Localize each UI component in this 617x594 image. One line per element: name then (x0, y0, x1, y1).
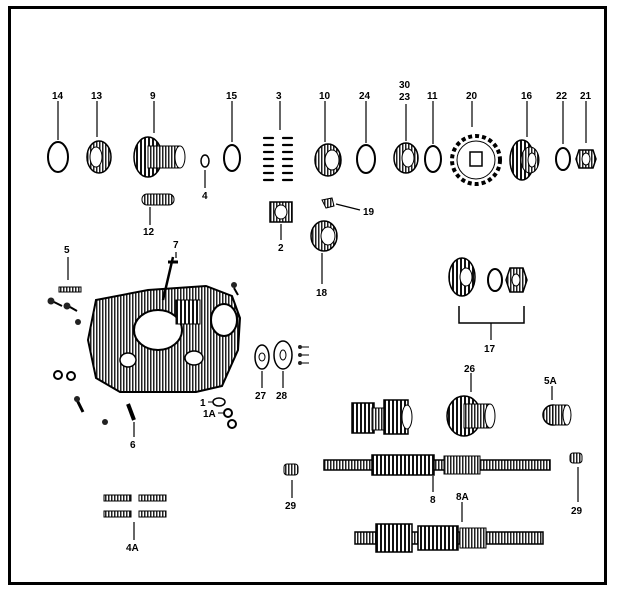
label-10: 10 (319, 91, 331, 102)
part-13-bearing (86, 101, 112, 174)
part-22-washer (555, 101, 571, 171)
label-8a: 8A (456, 492, 469, 503)
part-2-needle-bearing (269, 201, 293, 240)
label-26: 26 (464, 364, 476, 375)
part-17-gear-set (448, 257, 528, 340)
label-2: 2 (278, 243, 284, 254)
label-5a: 5A (544, 376, 557, 387)
part-4-washer (200, 154, 210, 188)
label-16: 16 (521, 91, 533, 102)
part-10-bearing (314, 101, 342, 177)
label-11: 11 (427, 91, 438, 102)
label-23: 23 (399, 92, 411, 103)
label-7: 7 (173, 240, 179, 251)
label-17: 17 (484, 344, 496, 355)
label-1: 1 (200, 398, 206, 409)
label-19: 19 (363, 207, 375, 218)
part-1-1a-washer-nut (208, 397, 237, 429)
label-28: 28 (276, 391, 288, 402)
part-26-gear (446, 373, 496, 437)
diagram-frame (8, 6, 607, 585)
label-29-right: 29 (571, 506, 583, 517)
part-6-bolt (126, 403, 136, 437)
label-24: 24 (359, 91, 371, 102)
gearbox-housing (86, 256, 242, 393)
part-14-ring (47, 101, 69, 173)
part-5-stud (58, 257, 82, 293)
label-14: 14 (52, 91, 64, 102)
part-5a-bush (542, 386, 572, 426)
part-18-bearing (310, 220, 338, 284)
label-20: 20 (466, 91, 478, 102)
part-30-23-bearing (393, 104, 419, 174)
part-29-pin-left (283, 463, 299, 498)
housing-bolts (47, 282, 239, 425)
part-4a-studs (103, 494, 167, 540)
part-16-bevel-gear (509, 101, 540, 181)
part-19-key (321, 197, 361, 211)
label-30: 30 (399, 80, 411, 91)
part-3-springs (262, 101, 294, 182)
part-12-pin (141, 193, 175, 225)
label-4: 4 (202, 191, 208, 202)
part-15-ring (223, 101, 241, 172)
callout-labels: 14 13 9 15 3 10 24 30 23 11 20 16 22 21 … (52, 80, 592, 554)
gear-cluster (351, 399, 413, 435)
part-24-ring (356, 101, 376, 174)
part-29-pin-right (569, 452, 583, 502)
label-1a: 1A (203, 409, 216, 420)
label-21: 21 (580, 91, 592, 102)
label-9: 9 (150, 91, 156, 102)
label-12: 12 (143, 227, 155, 238)
label-13: 13 (91, 91, 103, 102)
label-3: 3 (276, 91, 282, 102)
part-20-sprocket (450, 101, 502, 186)
part-21-nut (575, 101, 597, 169)
label-22: 22 (556, 91, 568, 102)
part-8-mainshaft (323, 454, 551, 492)
part-11-ring (424, 101, 442, 173)
label-6: 6 (130, 440, 136, 451)
label-15: 15 (226, 91, 238, 102)
label-27: 27 (255, 391, 267, 402)
part-27-plate (254, 344, 270, 388)
label-29-left: 29 (285, 501, 297, 512)
label-4a: 4A (126, 543, 139, 554)
part-9-gear-cluster (133, 101, 186, 178)
label-5: 5 (64, 245, 70, 256)
label-8: 8 (430, 495, 436, 506)
label-18: 18 (316, 288, 328, 299)
part-28-plate (273, 340, 309, 388)
part-8a-shaft (354, 502, 544, 553)
